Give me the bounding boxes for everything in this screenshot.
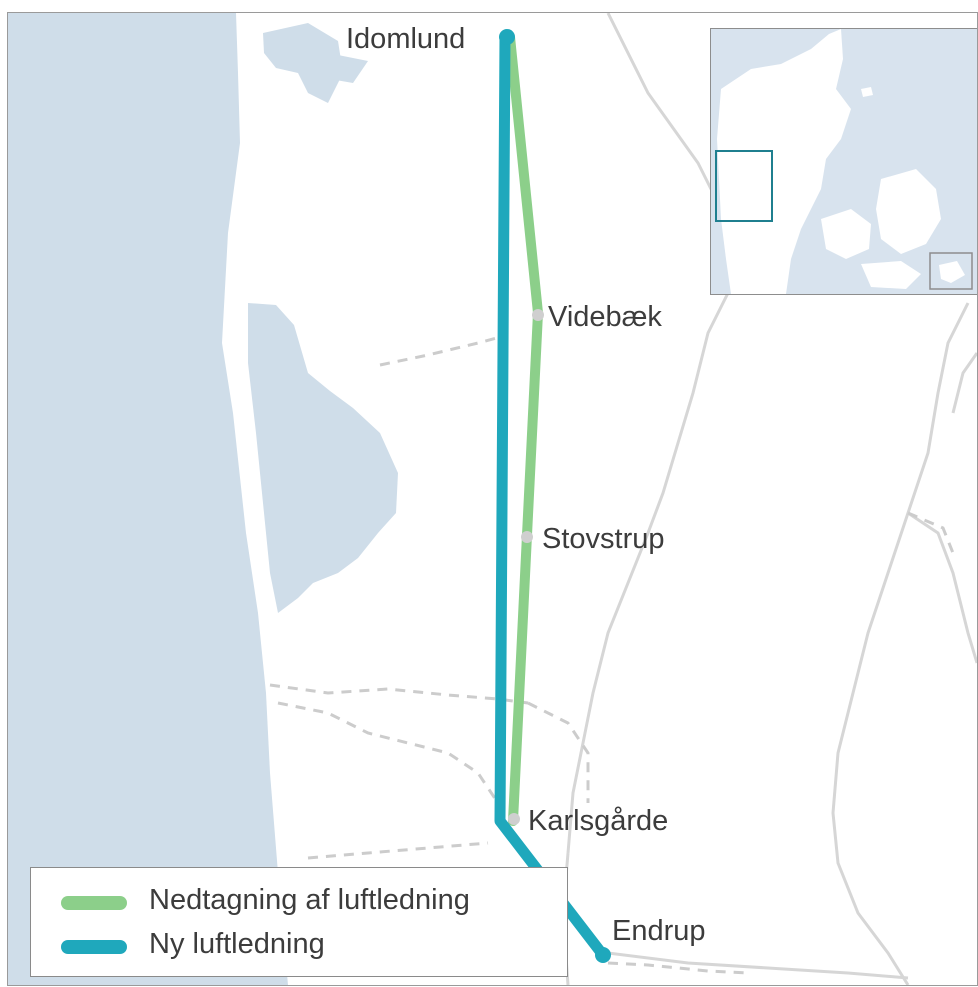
removed-line-route: [505, 32, 543, 826]
inset-bornholm-frame: [929, 252, 973, 290]
inset-map-canvas: [711, 29, 977, 294]
inset-jutland: [717, 29, 851, 294]
station-dot-karlsgaarde: [508, 813, 520, 825]
station-dot-stovstrup: [521, 531, 533, 543]
place-label-idomlund: Idomlund: [346, 23, 466, 55]
station-dot-endrup: [595, 947, 611, 963]
map-legend: Nedtagning af luftledning Ny luftledning: [30, 867, 568, 977]
place-label-endrup: Endrup: [612, 915, 706, 947]
legend-item-removed-line: Nedtagning af luftledning: [31, 882, 567, 922]
place-label-stovstrup: Stovstrup: [542, 523, 665, 555]
station-dot-videbaek: [532, 309, 544, 321]
inset-zealand: [876, 169, 941, 254]
legend-swatch-removed-line: [61, 896, 127, 910]
inset-map: [710, 28, 977, 295]
lagoon-area: [248, 303, 398, 613]
sea-area: [8, 13, 288, 985]
map-canvas: [8, 13, 977, 985]
legend-label-removed-line: Nedtagning af luftledning: [149, 884, 470, 916]
inset-lolland: [861, 261, 921, 289]
legend-swatch-new-line: [61, 940, 127, 954]
inset-anholt: [861, 87, 873, 97]
inset-funen: [821, 209, 871, 259]
place-label-karlsgaarde: Karlsgårde: [528, 805, 669, 837]
legend-item-new-line: Ny luftledning: [31, 926, 567, 966]
legend-label-new-line: Ny luftledning: [149, 928, 325, 960]
north-water: [263, 23, 343, 103]
inset-bornholm: [939, 261, 965, 283]
new-line-route: [494, 31, 609, 961]
station-dot-idomlund: [499, 29, 515, 45]
map-frame: Idomlund Videbæk Stovstrup Karlsgårde En…: [7, 12, 978, 986]
north-water-2: [328, 53, 368, 83]
inset-study-area-frame: [715, 150, 773, 222]
place-label-videbaek: Videbæk: [548, 301, 662, 333]
